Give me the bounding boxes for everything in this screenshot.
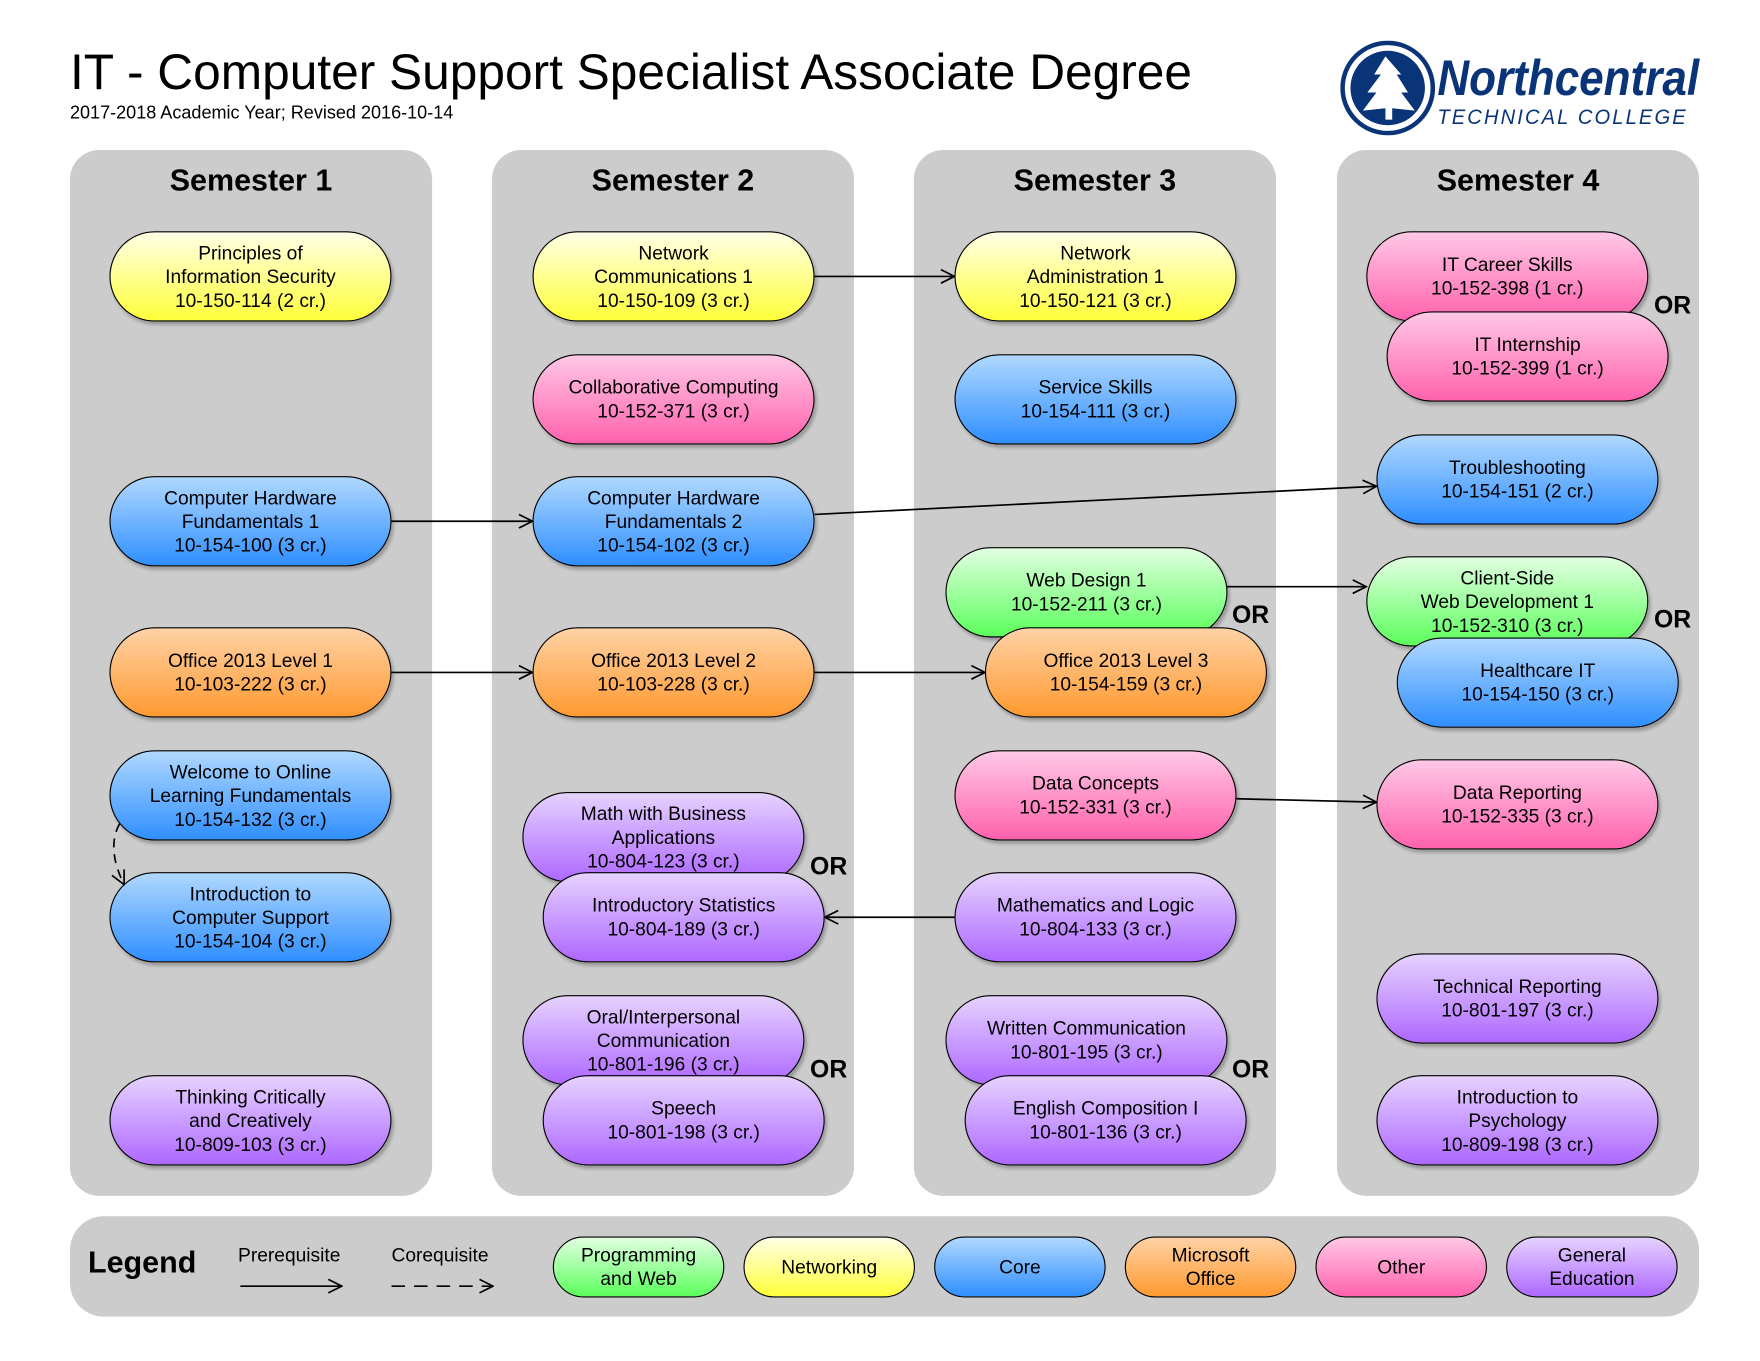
or-label: OR <box>810 851 848 881</box>
course-node: Introductory Statistics 10-804-189 (3 cr… <box>542 872 825 963</box>
legend-corequisite-label: Corequisite <box>391 1244 489 1266</box>
legend-item-purple: General Education <box>1506 1236 1678 1298</box>
legend-arrows <box>240 1216 521 1316</box>
tree-icon <box>1362 56 1415 120</box>
course-node: IT Internship 10-152-399 (1 cr.) <box>1386 311 1669 402</box>
legend-item-pink: Other <box>1315 1236 1487 1298</box>
course-node: Introduction to Psychology 10-809-198 (3… <box>1376 1075 1659 1166</box>
course-node: Service Skills 10-154-111 (3 cr.) <box>954 354 1237 445</box>
course-node: Office 2013 Level 2 10-103-228 (3 cr.) <box>532 627 815 718</box>
course-node: Collaborative Computing 10-152-371 (3 cr… <box>532 354 815 445</box>
course-node: Welcome to Online Learning Fundamentals … <box>109 750 392 841</box>
semester-heading: Semester 4 <box>1436 163 1600 198</box>
arrow-dataconcepts-to-datareporting <box>1236 799 1377 802</box>
course-node: Computer Hardware Fundamentals 2 10-154-… <box>532 476 815 567</box>
legend-item-green: Programming and Web <box>552 1236 725 1298</box>
semester-heading: Semester 1 <box>169 163 333 198</box>
course-node: Oral/Interpersonal Communication 10-801-… <box>522 995 805 1086</box>
legend-item-yellow: Networking <box>743 1236 915 1298</box>
course-node: Data Reporting 10-152-335 (3 cr.) <box>1376 759 1659 850</box>
course-node: Data Concepts 10-152-331 (3 cr.) <box>954 750 1237 841</box>
svg-text:TECHNICAL COLLEGE: TECHNICAL COLLEGE <box>1437 105 1687 129</box>
course-node: Principles of Information Security 10-15… <box>109 231 392 322</box>
course-node: Network Communications 1 10-150-109 (3 c… <box>532 231 815 322</box>
course-node: Technical Reporting 10-801-197 (3 cr.) <box>1376 953 1659 1044</box>
or-label: OR <box>1232 600 1270 629</box>
corequisite-arrow-welcome-to-intro <box>114 823 124 885</box>
or-label: OR <box>810 1054 848 1084</box>
college-logo: Northcentral TECHNICAL COLLEGE <box>1340 40 1700 136</box>
semester-heading: Semester 3 <box>1013 163 1177 198</box>
course-node: Written Communication 10-801-195 (3 cr.) <box>945 995 1228 1086</box>
page-title: IT - Computer Support Specialist Associa… <box>69 45 1193 101</box>
course-node: Client-Side Web Development 1 10-152-310… <box>1366 556 1649 647</box>
course-node: IT Career Skills 10-152-398 (1 cr.) <box>1366 231 1649 322</box>
legend: Legend Prerequisite Corequisite Programm… <box>69 1216 1700 1317</box>
or-label: OR <box>1653 291 1692 320</box>
or-label: OR <box>1232 1054 1270 1084</box>
course-node: Introduction to Computer Support 10-154-… <box>109 872 392 963</box>
course-node: Thinking Critically and Creatively 10-80… <box>109 1075 392 1166</box>
course-node: Healthcare IT 10-154-150 (3 cr.) <box>1396 637 1679 728</box>
semester-heading: Semester 2 <box>591 163 755 198</box>
arrow-chf2-to-troubleshooting <box>814 486 1377 516</box>
course-node: Mathematics and Logic 10-804-133 (3 cr.) <box>954 872 1237 963</box>
course-node: Office 2013 Level 3 10-154-159 (3 cr.) <box>984 627 1267 718</box>
or-label: OR <box>1653 604 1692 633</box>
course-node: English Composition I 10-801-136 (3 cr.) <box>964 1075 1247 1166</box>
legend-prerequisite-label: Prerequisite <box>238 1244 341 1266</box>
page-subtitle: 2017-2018 Academic Year; Revised 2016-10… <box>69 103 454 123</box>
legend-item-blue: Core <box>934 1236 1106 1298</box>
course-node: Computer Hardware Fundamentals 1 10-154-… <box>109 476 392 567</box>
course-node: Troubleshooting 10-154-151 (2 cr.) <box>1376 434 1659 525</box>
course-node: Web Design 1 10-152-211 (3 cr.) <box>945 547 1228 638</box>
legend-title: Legend <box>88 1245 197 1280</box>
course-node: Speech 10-801-198 (3 cr.) <box>542 1075 825 1166</box>
course-node: Math with Business Applications 10-804-1… <box>522 792 805 883</box>
course-node: Office 2013 Level 1 10-103-222 (3 cr.) <box>109 627 392 718</box>
legend-item-orange: Microsoft Office <box>1124 1236 1297 1298</box>
svg-text:Northcentral: Northcentral <box>1437 50 1700 106</box>
